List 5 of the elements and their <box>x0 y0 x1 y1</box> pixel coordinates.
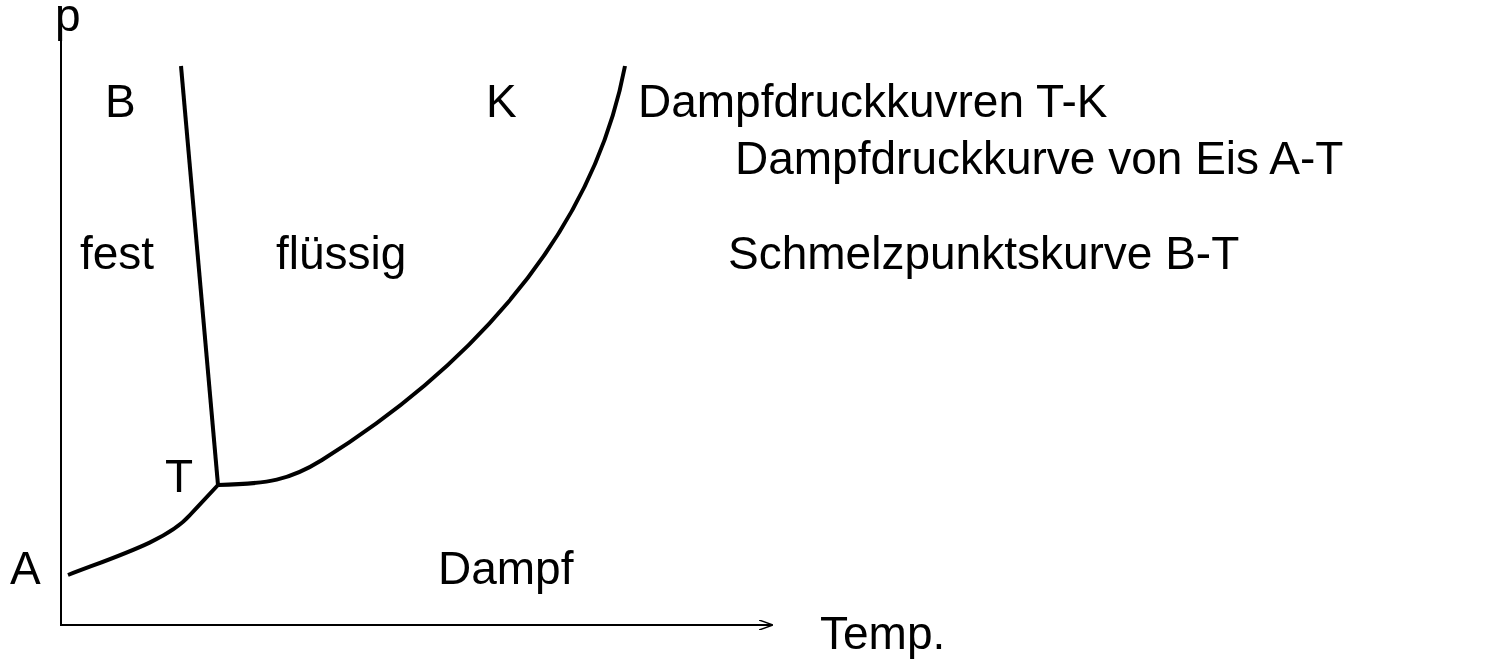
point-label: B <box>105 78 136 124</box>
region-label: fest <box>80 230 155 276</box>
point-label: T <box>165 453 194 499</box>
point-label: K <box>486 78 517 124</box>
point-label: A <box>10 545 41 591</box>
